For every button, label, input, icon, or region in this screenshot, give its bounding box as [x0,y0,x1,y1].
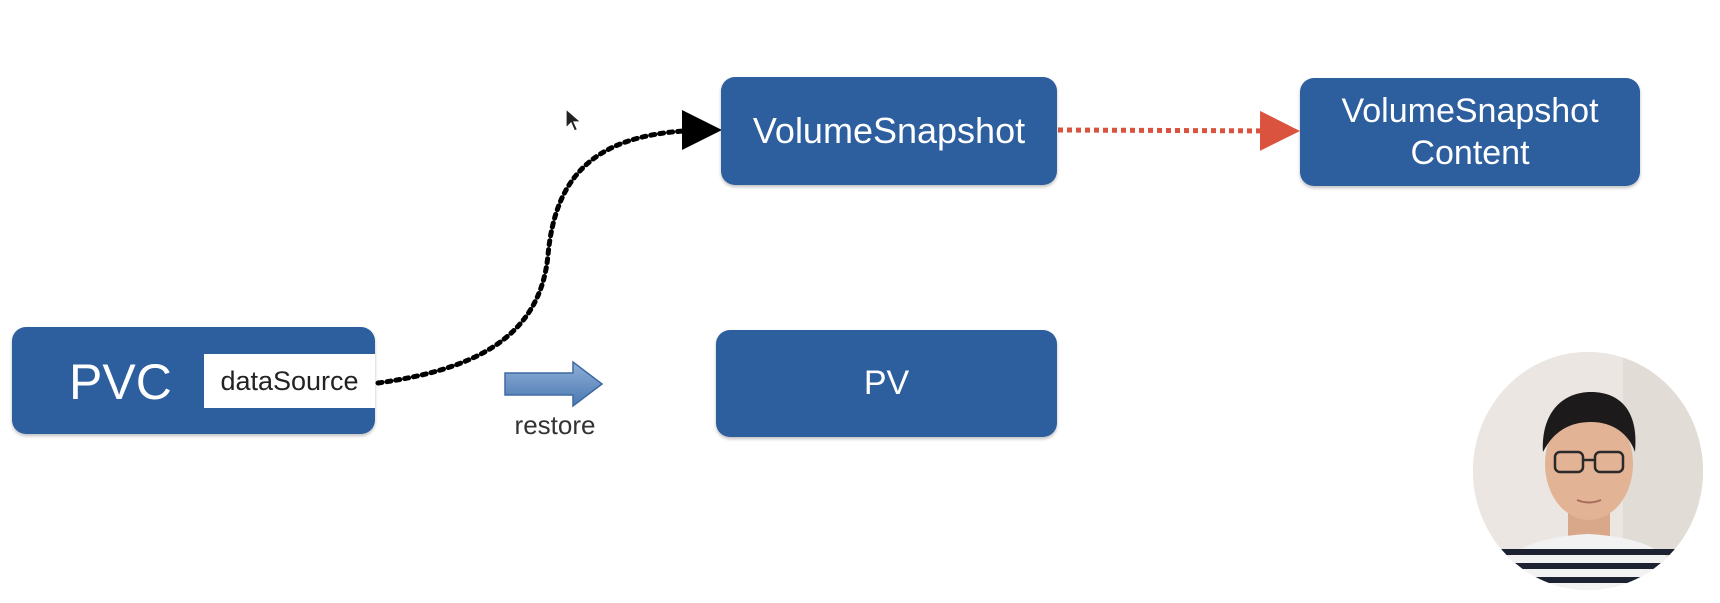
node-volumesnapshot-content-line2: Content [1410,134,1530,172]
node-pv: PV [716,330,1057,437]
node-pv-label: PV [863,364,910,402]
edge-volumesnapshot-to-content [1057,110,1300,151]
mouse-cursor-icon [565,108,583,132]
node-pvc-label: PVC [69,354,172,410]
restore-label: restore [514,410,596,440]
pvc-datasource-field: dataSource [204,354,375,408]
pvc-datasource-label: dataSource [220,365,359,396]
node-volumesnapshot-content-line1: VolumeSnapshot [1341,92,1599,130]
node-volumesnapshot-content: VolumeSnapshot Content [1300,78,1640,186]
node-pvc: PVC dataSource [12,327,375,434]
node-volumesnapshot-label: VolumeSnapshot [752,110,1026,151]
restore-arrow-icon [504,360,604,408]
presenter-photo [1473,352,1703,590]
edge-datasource-to-volumesnapshot [375,110,722,386]
node-volumesnapshot: VolumeSnapshot [721,77,1057,185]
presenter-avatar [1473,352,1703,590]
